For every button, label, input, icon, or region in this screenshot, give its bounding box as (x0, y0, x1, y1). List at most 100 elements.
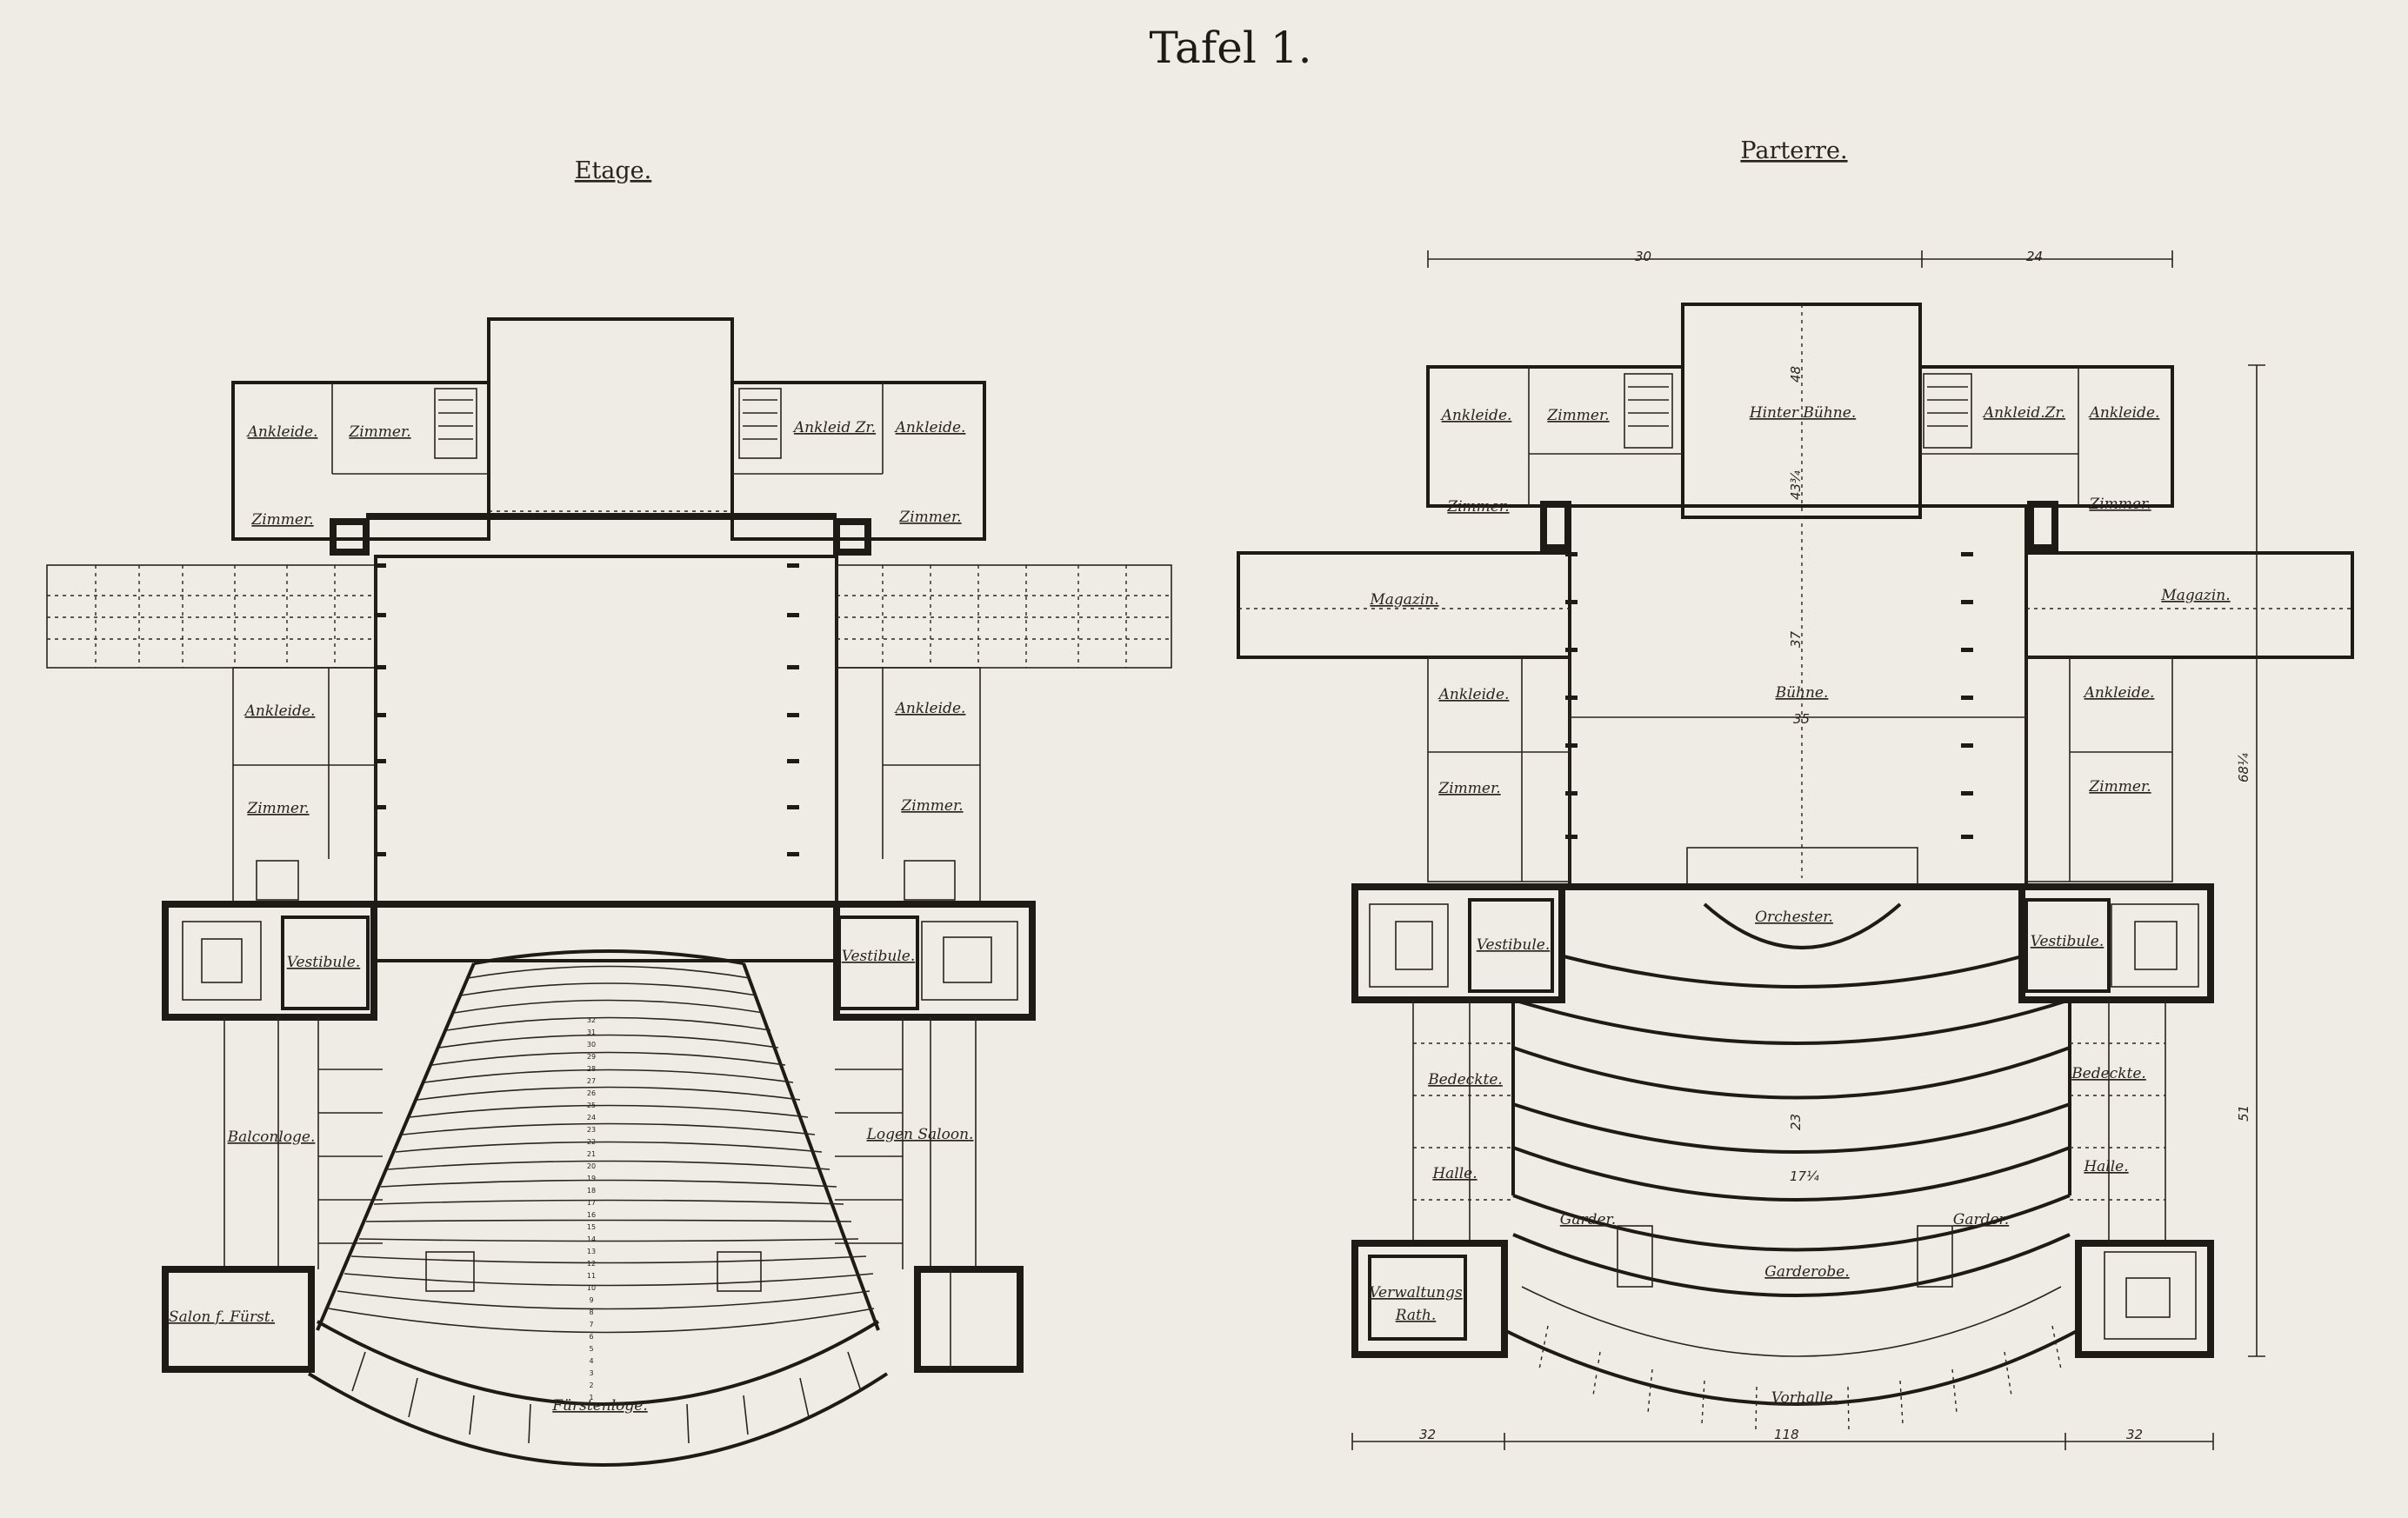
seat-row-number: 31 (587, 1029, 596, 1036)
etage-label-ankleide-tr: Ankleide. (894, 419, 966, 436)
seat-row-number: 12 (587, 1260, 596, 1268)
parterre-verwaltung-block (1351, 1240, 1508, 1358)
etage-label-zimmer-l3: Zimmer. (246, 800, 309, 817)
parterre-label-vorhalle: Vorhalle. (1771, 1389, 1838, 1407)
etage-label-zimmer-r3: Zimmer. (900, 797, 963, 815)
parterre-magazin-left (1237, 551, 1571, 659)
parterre-dim-top-left: 30 (1635, 249, 1651, 264)
parterre-label-verwaltungs: Verwaltungs (1369, 1284, 1463, 1302)
parterre-axis-4: 35 (1793, 711, 1810, 727)
parterre-label-ankleide-tl: Ankleide. (1440, 407, 1512, 424)
seat-row-number: 10 (587, 1284, 596, 1292)
seat-row-number: 8 (589, 1308, 593, 1316)
seat-row-number: 30 (587, 1041, 596, 1049)
parterre-label-ankleide-tr-dr: Ankleid.Zr. (1982, 404, 2065, 422)
parterre-dressing-wing-right (1918, 365, 2174, 508)
seat-row-number: 14 (587, 1235, 596, 1243)
parterre-dressing-wing-left (1426, 365, 1684, 508)
parterre-vestibule-right-block (2018, 883, 2214, 1003)
parterre-dim-bottom-left: 32 (1419, 1427, 1436, 1442)
parterre-dim-side-lower: 51 (2236, 1105, 2251, 1122)
seat-row-number: 5 (589, 1345, 593, 1353)
seat-row-number: 20 (587, 1162, 596, 1170)
seat-row-number: 28 (587, 1065, 596, 1073)
parterre-label-zimmer-r1: Zimmer. (2088, 496, 2151, 513)
seat-row-number: 22 (587, 1138, 596, 1146)
etage-label-ankleide-tr-dr: Ankleid Zr. (792, 419, 876, 436)
etage-plan: Etage. (46, 157, 1172, 1467)
seat-row-number: 7 (589, 1321, 593, 1328)
parterre-axis-6: 17¼ (1790, 1168, 1819, 1184)
parterre-label-halle-l: Halle. (1431, 1165, 1477, 1182)
seat-row-number: 29 (587, 1053, 596, 1061)
parterre-axis-5: 23 (1788, 1114, 1804, 1130)
parterre-dim-bottom-mid: 118 (1774, 1427, 1799, 1442)
parterre-label-magazin-r: Magazin. (2160, 587, 2230, 604)
seat-row-number: 4 (589, 1357, 593, 1365)
parterre-vorhalle (1503, 1243, 2080, 1406)
parterre-label-ankleide-l2: Ankleide. (1437, 686, 1510, 703)
seat-row-number: 9 (589, 1296, 593, 1304)
parterre-label-garderobe: Garderobe. (1764, 1263, 1850, 1281)
parterre-axis-2: 43¾ (1788, 470, 1804, 500)
parterre-label-bedeckte-l: Bedeckte. (1427, 1071, 1503, 1089)
etage-label-zimmer-r1: Zimmer. (898, 509, 961, 526)
etage-label-ankleide-r2: Ankleide. (894, 700, 966, 717)
etage-label-ankleide-l2: Ankleide. (243, 702, 316, 720)
seat-row-number: 32 (587, 1016, 596, 1024)
seat-row-number: 6 (589, 1333, 593, 1341)
parterre-label-hinter-buhne: Hinter Bühne. (1749, 404, 1856, 422)
parterre-label-magazin-l: Magazin. (1369, 591, 1438, 609)
seat-row-number: 25 (587, 1102, 596, 1109)
seat-row-number: 21 (587, 1150, 596, 1158)
seat-row-number: 16 (587, 1211, 596, 1219)
seat-row-number: 15 (587, 1223, 596, 1231)
parterre-label-halle-r: Halle. (2083, 1158, 2128, 1175)
seat-row-number: 18 (587, 1187, 596, 1195)
etage-label-vestibule-l: Vestibule. (287, 954, 361, 971)
parterre-label-ankleide-r2: Ankleide. (2083, 684, 2155, 702)
parterre-label-zimmer-l1: Zimmer. (1446, 498, 1509, 516)
parterre-label-garder-l: Garder. (1560, 1211, 1616, 1228)
seat-row-number: 1 (589, 1394, 593, 1401)
parterre-axis-1: 48 (1788, 366, 1804, 383)
etage-magazine-right (836, 564, 1172, 669)
etage-heading: Etage. (575, 157, 652, 184)
seat-row-number: 26 (587, 1089, 596, 1097)
parterre-axis-3: 37 (1788, 630, 1804, 648)
parterre-dim-top-right: 24 (2026, 249, 2043, 264)
parterre-stall-rows (1512, 955, 2071, 1252)
parterre-side-rooms-left (1427, 656, 1571, 882)
parterre-dim-bottom-right: 32 (2126, 1427, 2143, 1442)
seat-row-number: 3 (589, 1369, 593, 1377)
parterre-label-garder-r: Garder. (1953, 1211, 2009, 1228)
parterre-dim-side (2248, 364, 2265, 1357)
parterre-label-buhne: Bühne. (1775, 684, 1829, 702)
etage-salon-right (914, 1266, 1024, 1373)
parterre-label-ankleide-tr: Ankleide. (2088, 404, 2160, 422)
parterre-dim-side-upper: 68¼ (2236, 753, 2251, 782)
parterre-label-orchester: Orchester. (1755, 909, 1833, 926)
seat-row-number: 2 (589, 1382, 593, 1389)
seat-row-number: 24 (587, 1114, 596, 1122)
etage-label-furstenloge: Fürstenloge. (551, 1397, 647, 1415)
etage-stage (374, 555, 838, 906)
parterre-label-zimmer-l3: Zimmer. (1437, 780, 1500, 797)
parterre-label-zimmer-r3: Zimmer. (2088, 778, 2151, 796)
parterre-side-rooms-right (2025, 656, 2173, 882)
parterre-orchester (1703, 902, 1902, 949)
parterre-label-vestibule-l: Vestibule. (1477, 936, 1551, 954)
etage-dressing-wing-left (231, 381, 490, 541)
parterre-heading: Parterre. (1740, 137, 1847, 164)
seat-row-number: 27 (587, 1077, 596, 1085)
etage-label-vestibule-r: Vestibule. (842, 948, 916, 965)
parterre-garderobe (1512, 1233, 2071, 1297)
seat-row-number: 23 (587, 1126, 596, 1134)
etage-stage-upper (487, 317, 734, 516)
etage-label-ankleide-tl: Ankleide. (246, 423, 318, 441)
etage-label-logen-saloon: Logen Saloon. (866, 1126, 974, 1143)
parterre-label-bedeckte-r: Bedeckte. (2071, 1065, 2146, 1082)
etage-salon-left (162, 1266, 315, 1373)
seat-row-number: 19 (587, 1175, 596, 1182)
